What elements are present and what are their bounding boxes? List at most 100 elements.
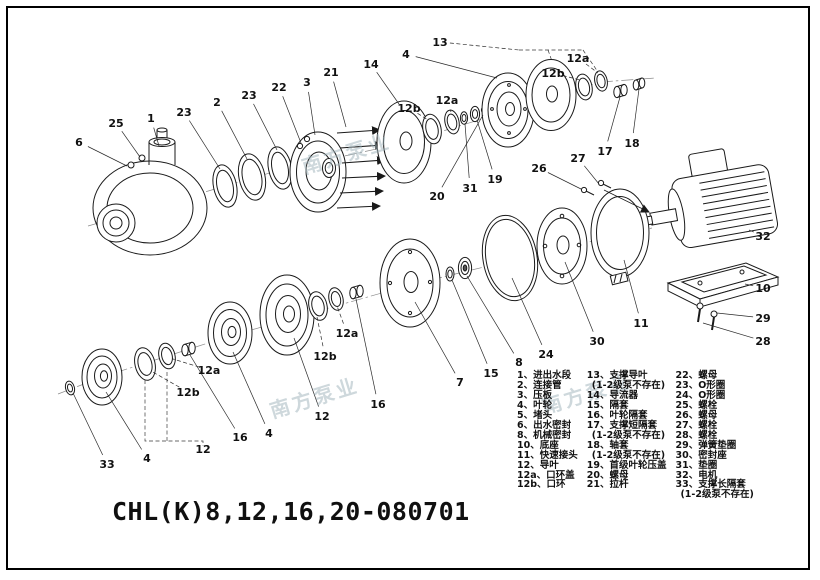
callout-3: 3	[303, 76, 311, 89]
callout-28: 28	[755, 335, 770, 348]
callout-12b: 12b	[176, 386, 199, 399]
legend-entry: 15、隔套	[586, 399, 629, 411]
leader-line	[172, 358, 200, 368]
callout-29: 29	[755, 312, 770, 325]
callout-12a: 12a	[198, 364, 221, 377]
leader-line	[607, 96, 621, 142]
callout-2: 2	[213, 96, 221, 109]
leader-line	[449, 109, 452, 113]
part-short-sleeve	[613, 83, 628, 99]
leader-line	[632, 88, 640, 134]
part-spacer	[445, 266, 455, 282]
callout-25: 25	[108, 117, 123, 130]
callout-13: 13	[432, 36, 447, 49]
callout-17: 17	[597, 145, 612, 158]
legend-entry: 10、底座	[517, 439, 559, 451]
legend-entry: 5、堵头	[517, 409, 553, 421]
leader-line	[253, 103, 278, 151]
legend-entry: 21、拉杆	[586, 479, 629, 491]
leader-line	[702, 322, 754, 339]
leader-line	[316, 316, 324, 347]
legend-entry: 18、轴套	[586, 439, 629, 451]
legend-entry: 19、首级叶轮压盖	[586, 459, 667, 471]
leader-line	[511, 277, 543, 346]
group-brackets	[144, 49, 599, 446]
leader-line	[87, 146, 128, 167]
legend-entry: 33、支撑长隔套	[675, 479, 746, 491]
leader-line	[293, 337, 319, 407]
legend-entry: 16、叶轮隔套	[586, 409, 648, 421]
part-quick-clamp	[590, 188, 650, 286]
callout-10: 10	[755, 282, 771, 295]
part-wear-ring-cover	[158, 342, 176, 370]
leader-line	[464, 123, 470, 179]
leader-line	[584, 165, 600, 185]
legend-entry: 2、连接管	[517, 379, 562, 391]
leader-line	[376, 71, 400, 105]
leader-line	[153, 127, 160, 147]
leader-line	[748, 229, 754, 233]
callout-1: 1	[147, 112, 155, 125]
part-clamp-bolts	[580, 179, 650, 213]
legend-entry: 25、螺栓	[675, 399, 718, 411]
legend-entry: 12、导叶	[517, 459, 559, 471]
legend-entry: 26、螺母	[675, 409, 718, 421]
part-washer	[459, 111, 469, 125]
part-tie-rods	[336, 126, 386, 211]
part-flow-guide	[376, 100, 432, 184]
legend-entry: 28、螺栓	[675, 429, 718, 441]
part-impeller-cover	[469, 105, 481, 123]
callout-27: 27	[570, 152, 585, 165]
part-mechanical-seal	[457, 256, 473, 280]
leader-line	[716, 312, 754, 318]
part-impeller	[81, 348, 123, 406]
callout-12a: 12a	[336, 327, 359, 340]
leader-line	[441, 114, 484, 188]
leader-line	[449, 42, 520, 51]
part-wear-ring-cover	[594, 70, 608, 92]
legend-entry: 12a、口环盖	[517, 469, 575, 481]
part-motor	[637, 148, 778, 249]
legend-entry: 32、电机	[675, 469, 718, 481]
callout-18: 18	[624, 137, 639, 150]
legend-entry: 24、O形圈	[675, 389, 726, 401]
callout-21: 21	[323, 66, 338, 79]
callout-4: 4	[265, 427, 273, 440]
callout-15: 15	[483, 367, 498, 380]
legend-entry: 6、出水密封	[517, 419, 572, 431]
part-nuts-22	[296, 135, 311, 150]
leader-line	[547, 172, 582, 190]
callout-32: 32	[755, 230, 770, 243]
legend-entry: 30、密封座	[675, 449, 727, 461]
leader-line	[585, 63, 599, 74]
leader-line	[333, 81, 347, 128]
part-inlet-outlet-section	[92, 127, 208, 256]
callout-12b: 12b	[541, 67, 564, 80]
part-impeller-sleeve	[349, 284, 364, 300]
part-wear-ring-cover	[444, 109, 460, 135]
leader-line	[476, 119, 493, 170]
callout-12: 12	[195, 443, 210, 456]
part-wear-ring	[134, 347, 156, 381]
callout-20: 20	[429, 190, 445, 203]
leader-line	[744, 283, 754, 287]
part-impeller-sleeve	[181, 341, 196, 357]
leader-line	[466, 275, 515, 354]
legend-entry: 14、导流器	[586, 389, 638, 401]
legend-entry: 17、支撑短隔套	[586, 419, 657, 431]
callout-22: 22	[271, 81, 286, 94]
leader-line	[451, 279, 488, 364]
leader-lines	[72, 42, 754, 456]
legend-note: (1-2级泵不存在)	[591, 449, 666, 461]
legend-entry: 12b、口环	[517, 479, 566, 491]
callout-14: 14	[363, 58, 379, 71]
callout-33: 33	[99, 458, 114, 471]
callout-31: 31	[462, 182, 477, 195]
legend-entry: 1、进出水段	[517, 370, 572, 381]
leader-line	[150, 370, 180, 388]
